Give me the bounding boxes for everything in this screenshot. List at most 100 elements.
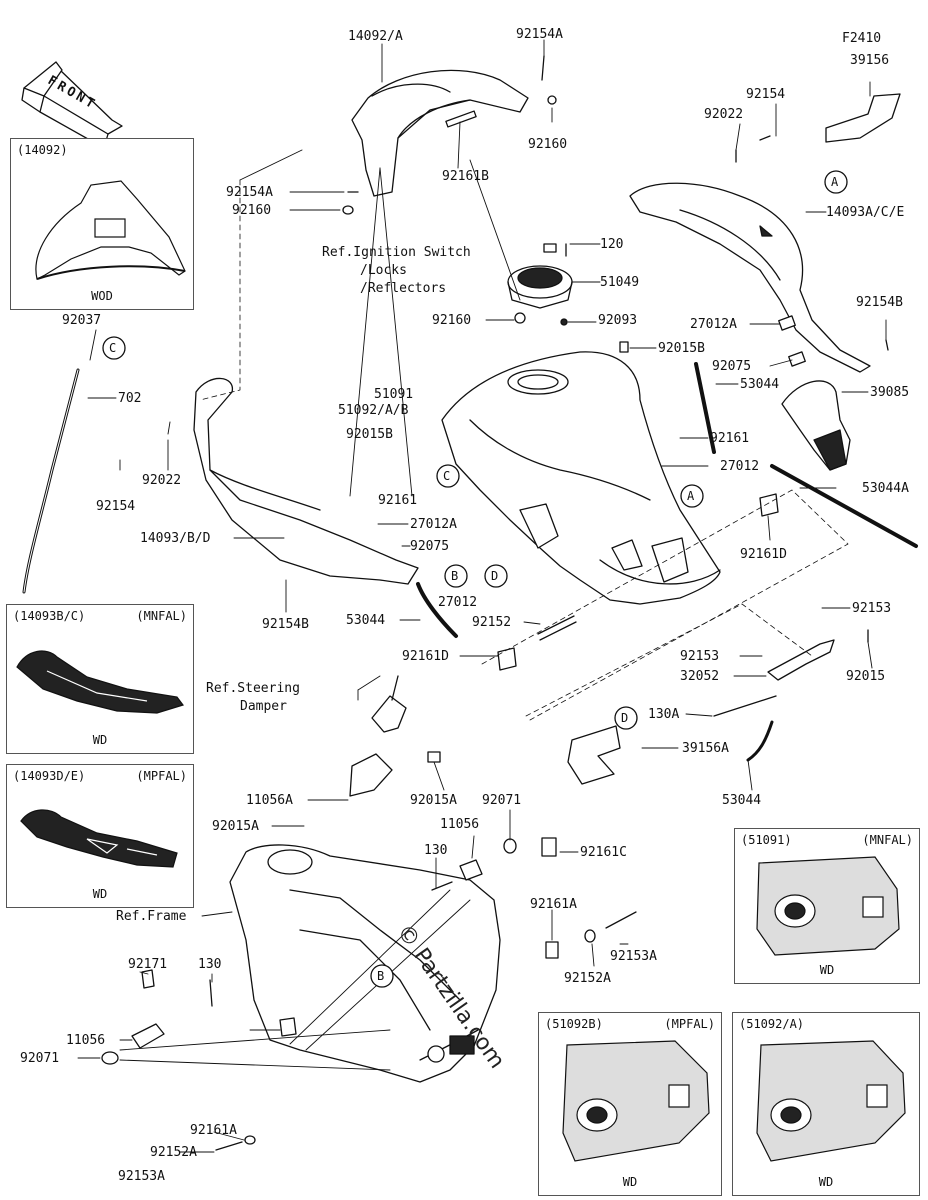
ref-steering-1: Ref.Steering [206, 681, 300, 696]
inset-box-51092B: (51092B) (MPFAL) WD [538, 1012, 722, 1196]
decal-39156-part [825, 93, 901, 143]
side-cover-bc-drawing [16, 650, 184, 714]
inset-footer: WD [92, 733, 108, 747]
part-label: 27012A [690, 317, 737, 332]
fuel-cap-part [507, 265, 573, 309]
left-side-cover-part [193, 377, 419, 585]
inset-title: (51092/A) [739, 1017, 805, 1031]
callout-d: D [491, 569, 499, 583]
ref-ignition-1: Ref.Ignition Switch [322, 245, 471, 260]
part-label: 92154A [516, 27, 563, 42]
part-label: 32052 [680, 669, 720, 684]
inset-title: (14093B/C) [13, 609, 86, 623]
front-arrow-icon [21, 61, 123, 149]
part-label: 53044 [740, 377, 780, 392]
part-label: 53044A [862, 481, 909, 496]
tank-51092A-drawing [756, 1040, 906, 1162]
side-cover-de-drawing [20, 809, 178, 868]
right-side-cover-part [629, 182, 871, 373]
part-label: 130A [648, 707, 680, 722]
inset-box-14092: (14092) WOD [10, 138, 194, 310]
part-label: 39156A [682, 741, 729, 756]
bushing-92161D-part [759, 493, 779, 517]
bracket-32052-part [767, 639, 835, 681]
part-label: 53044 [346, 613, 386, 628]
dashed-guides [199, 179, 849, 721]
part-label: 92161 [710, 431, 750, 446]
part-label: 92154B [856, 295, 903, 310]
inset-variant: (MNFAL) [862, 833, 913, 847]
seat-cowl-inset-drawing [35, 180, 186, 280]
part-label: 92015B [658, 341, 705, 356]
part-label: 92160 [432, 313, 472, 328]
callout-d: D [621, 711, 629, 725]
ref-steering-2: Damper [240, 699, 287, 714]
part-label: 92153 [680, 649, 720, 664]
inset-footer: WD [819, 963, 835, 977]
part-label: 92161C [580, 845, 627, 860]
fuel-tank-part [441, 351, 721, 605]
inset-title: (14092) [17, 143, 68, 157]
part-label: 39085 [870, 385, 910, 400]
inset-title: (51092B) [545, 1017, 603, 1031]
part-label: 92071 [482, 793, 522, 808]
part-label: 92154 [96, 499, 136, 514]
part-label: 92152A [564, 971, 611, 986]
callout-c: C [109, 341, 117, 355]
part-label: 92015A [212, 819, 259, 834]
fasteners-bottom [101, 837, 637, 1151]
part-label: 92153 [852, 601, 892, 616]
callout-b: B [377, 969, 385, 983]
inset-title: (51091) [741, 833, 792, 847]
callout-circles [102, 170, 848, 988]
part-label: 92160 [528, 137, 568, 152]
inset-footer: WD [92, 887, 108, 901]
ref-ignition-3: /Reflectors [360, 281, 447, 296]
part-label: 92161A [530, 897, 577, 912]
part-label: 27012 [720, 459, 760, 474]
ref-frame: Ref.Frame [116, 909, 187, 924]
part-label: 51091 [374, 387, 414, 402]
part-label: 14093A/C/E [826, 205, 905, 220]
inset-box-51091: (51091) (MNFAL) WD [734, 828, 920, 984]
part-label: 92154 [746, 87, 786, 102]
part-label: 130 [198, 957, 222, 972]
part-label: 39156 [850, 53, 890, 68]
part-label: 702 [118, 391, 142, 406]
part-label: 92161A [190, 1123, 237, 1138]
part-label: 27012A [410, 517, 457, 532]
part-label: 11056A [246, 793, 293, 808]
part-label: 92161B [442, 169, 489, 184]
tank-51091-drawing [756, 856, 900, 956]
part-label: 92161 [378, 493, 418, 508]
part-label: 53044 [722, 793, 762, 808]
part-label: 92171 [128, 957, 168, 972]
part-label: 120 [600, 237, 624, 252]
frame-part [229, 844, 501, 1083]
part-label: 11056 [66, 1033, 106, 1048]
part-label: 92022 [142, 473, 182, 488]
callout-a: A [831, 175, 839, 189]
inset-variant: (MPFAL) [664, 1017, 715, 1031]
ref-ignition-2: /Locks [360, 263, 407, 278]
part-label: 51092/A/B [338, 403, 409, 418]
inset-title: (14093D/E) [13, 769, 86, 783]
part-label: 27012 [438, 595, 478, 610]
strip-53044A-part [770, 464, 918, 548]
cover-39085-part [781, 380, 851, 471]
part-label: 92161D [402, 649, 449, 664]
callout-c: C [443, 469, 451, 483]
part-label: 130 [424, 843, 448, 858]
callout-a: A [687, 489, 695, 503]
part-label: 92154B [262, 617, 309, 632]
tank-51092B-drawing [562, 1040, 710, 1162]
part-label: 92015 [846, 669, 886, 684]
inset-footer: WOD [91, 289, 113, 303]
part-label: 92152 [472, 615, 512, 630]
part-label: 92075 [712, 359, 752, 374]
part-label: 92022 [704, 107, 744, 122]
part-label: 92153A [118, 1169, 165, 1184]
part-label: 14093/B/D [140, 531, 211, 546]
part-label: 14092/A [348, 29, 403, 44]
